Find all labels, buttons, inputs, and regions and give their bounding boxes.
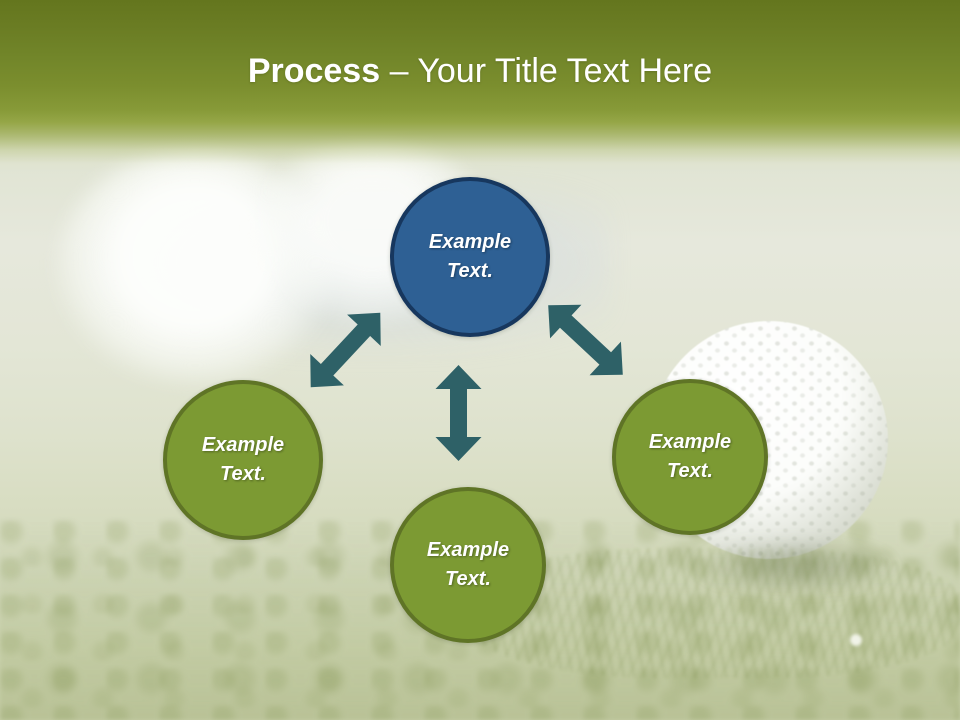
slide-title: Process – Your Title Text Here	[0, 52, 960, 91]
node-top-label: Example Text.	[428, 231, 512, 282]
node-right: Example Text.	[612, 379, 768, 535]
connector-arrow-top-right-icon	[548, 304, 623, 376]
title-banner	[0, 0, 960, 172]
connector-arrow-top-left-icon	[310, 312, 381, 388]
title-rest: – Your Title Text Here	[389, 52, 713, 90]
node-bottom: Example Text.	[390, 487, 546, 643]
node-bottom-label: Example Text.	[426, 539, 510, 590]
node-left: Example Text.	[163, 380, 323, 540]
node-right-label: Example Text.	[648, 431, 732, 482]
node-top: Example Text.	[390, 177, 550, 337]
title-emphasis: Process	[247, 52, 381, 90]
small-highlight-dot	[850, 634, 862, 646]
grass-blades-texture	[470, 548, 960, 678]
connector-arrow-down-icon	[435, 365, 482, 461]
node-left-label: Example Text.	[201, 434, 285, 485]
golf-ball-shadow	[690, 536, 900, 596]
